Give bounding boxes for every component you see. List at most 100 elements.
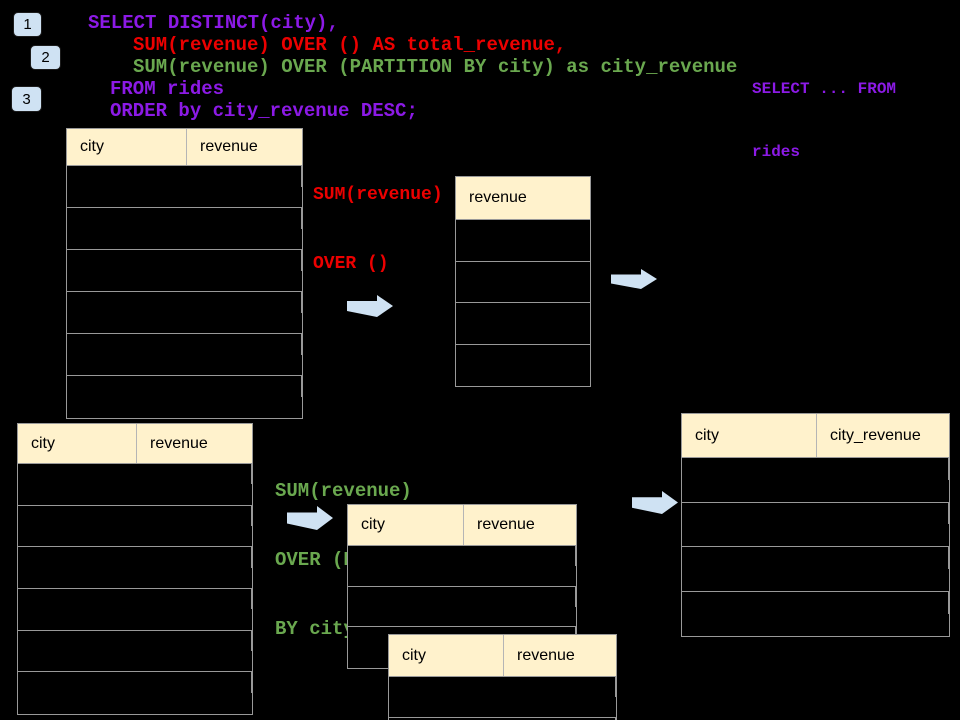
table-empty-row bbox=[389, 677, 616, 718]
table-empty-row bbox=[18, 547, 252, 590]
sql-line-order-by: ORDER by city_revenue DESC; bbox=[110, 100, 418, 122]
table-empty-row bbox=[682, 547, 949, 592]
table-header-row: city revenue bbox=[389, 635, 616, 677]
table-empty-cell bbox=[67, 376, 302, 397]
table-source-top: city revenue bbox=[66, 128, 303, 419]
table-empty-cell bbox=[67, 313, 302, 334]
table-empty-cell bbox=[682, 502, 949, 525]
table-body bbox=[456, 220, 590, 386]
table-empty-cell bbox=[67, 187, 302, 208]
flow-arrow-1 bbox=[347, 295, 393, 317]
table-empty-row bbox=[18, 505, 252, 548]
table-body bbox=[18, 464, 252, 714]
table-result: city city_revenue bbox=[681, 413, 950, 637]
table-empty-cell bbox=[682, 614, 949, 636]
table-empty-row bbox=[348, 586, 576, 628]
table-empty-row bbox=[682, 458, 949, 503]
column-header-city: city bbox=[67, 129, 187, 165]
table-empty-cell bbox=[682, 458, 949, 480]
flow-arrow-3 bbox=[287, 506, 333, 530]
table-empty-cell bbox=[682, 524, 949, 546]
table-source-bottom: city revenue bbox=[17, 423, 253, 716]
annotation-line: SUM(revenue) bbox=[275, 480, 412, 502]
step-badge-2: 2 bbox=[30, 45, 61, 70]
table-empty-cell bbox=[18, 589, 252, 610]
table-revenue-only: revenue bbox=[455, 176, 591, 387]
right-arrow-icon bbox=[632, 491, 678, 514]
table-header-row: revenue bbox=[456, 177, 590, 220]
table-header-row: city revenue bbox=[348, 505, 576, 546]
table-empty-row bbox=[67, 376, 302, 418]
table-empty-cell bbox=[18, 526, 252, 546]
table-empty-row bbox=[18, 464, 252, 506]
table-empty-row bbox=[18, 672, 252, 714]
table-empty-row bbox=[389, 718, 616, 720]
table-empty-cell bbox=[67, 229, 302, 250]
sql-line-total-revenue: SUM(revenue) OVER () AS total_revenue, bbox=[133, 34, 567, 56]
table-empty-cell bbox=[389, 677, 616, 697]
table-empty-row bbox=[456, 345, 590, 387]
table-empty-cell bbox=[67, 166, 302, 187]
table-empty-cell bbox=[456, 220, 590, 261]
step-badge-3: 3 bbox=[11, 86, 42, 112]
column-header-revenue: revenue bbox=[517, 646, 575, 664]
table-empty-cell bbox=[67, 250, 302, 271]
table-empty-row bbox=[18, 630, 252, 673]
table-empty-cell bbox=[682, 569, 949, 591]
table-empty-row bbox=[67, 250, 302, 292]
column-header-revenue: revenue bbox=[477, 516, 535, 533]
table-empty-cell bbox=[67, 208, 302, 229]
table-empty-cell bbox=[18, 609, 252, 629]
table-empty-cell bbox=[18, 484, 252, 504]
side-note-select-from-rides: SELECT ... FROM rides bbox=[752, 37, 896, 205]
column-header-city: city bbox=[18, 424, 137, 463]
flow-arrow-4 bbox=[632, 491, 678, 514]
table-empty-cell bbox=[389, 697, 616, 717]
table-body bbox=[682, 458, 949, 636]
table-empty-cell bbox=[18, 505, 252, 527]
table-empty-row bbox=[18, 589, 252, 631]
table-empty-row bbox=[67, 166, 302, 208]
table-empty-row bbox=[456, 303, 590, 345]
table-empty-cell bbox=[67, 271, 302, 292]
table-empty-cell bbox=[18, 693, 252, 714]
table-empty-cell bbox=[682, 591, 949, 614]
column-header-city: city bbox=[348, 505, 464, 545]
table-empty-row bbox=[67, 334, 302, 376]
column-header-revenue: revenue bbox=[200, 138, 258, 155]
table-empty-cell bbox=[18, 464, 252, 485]
table-empty-cell bbox=[682, 547, 949, 569]
table-empty-cell bbox=[348, 607, 576, 627]
table-empty-cell bbox=[348, 546, 576, 566]
right-arrow-icon bbox=[611, 269, 657, 289]
table-empty-row bbox=[67, 208, 302, 250]
table-empty-cell bbox=[456, 262, 590, 303]
table-empty-row bbox=[456, 262, 590, 303]
column-header-revenue: revenue bbox=[469, 189, 527, 206]
table-partition-b: city revenue bbox=[388, 634, 617, 720]
table-empty-cell bbox=[67, 397, 302, 418]
table-empty-row bbox=[682, 502, 949, 547]
table-header-row: city revenue bbox=[18, 424, 252, 464]
side-note-line: rides bbox=[752, 143, 801, 161]
right-arrow-icon bbox=[347, 295, 393, 317]
table-empty-row bbox=[67, 292, 302, 334]
sql-line-select: SELECT DISTINCT(city), bbox=[88, 12, 339, 34]
annotation-line: OVER () bbox=[313, 254, 389, 274]
column-header-city: city bbox=[682, 414, 817, 457]
table-body bbox=[389, 677, 616, 720]
table-empty-cell bbox=[348, 586, 576, 607]
flow-arrow-2 bbox=[611, 269, 657, 289]
table-empty-cell bbox=[389, 718, 616, 720]
step-badge-1: 1 bbox=[13, 12, 42, 37]
table-empty-cell bbox=[18, 568, 252, 588]
table-empty-cell bbox=[18, 630, 252, 652]
right-arrow-icon bbox=[287, 506, 333, 530]
table-empty-cell bbox=[67, 355, 302, 376]
table-empty-cell bbox=[456, 345, 590, 387]
table-empty-cell bbox=[18, 651, 252, 671]
table-empty-cell bbox=[456, 303, 590, 344]
table-header-row: city revenue bbox=[67, 129, 302, 166]
table-empty-cell bbox=[18, 547, 252, 568]
annotation-total-revenue: SUM(revenue) OVER () bbox=[313, 138, 443, 322]
